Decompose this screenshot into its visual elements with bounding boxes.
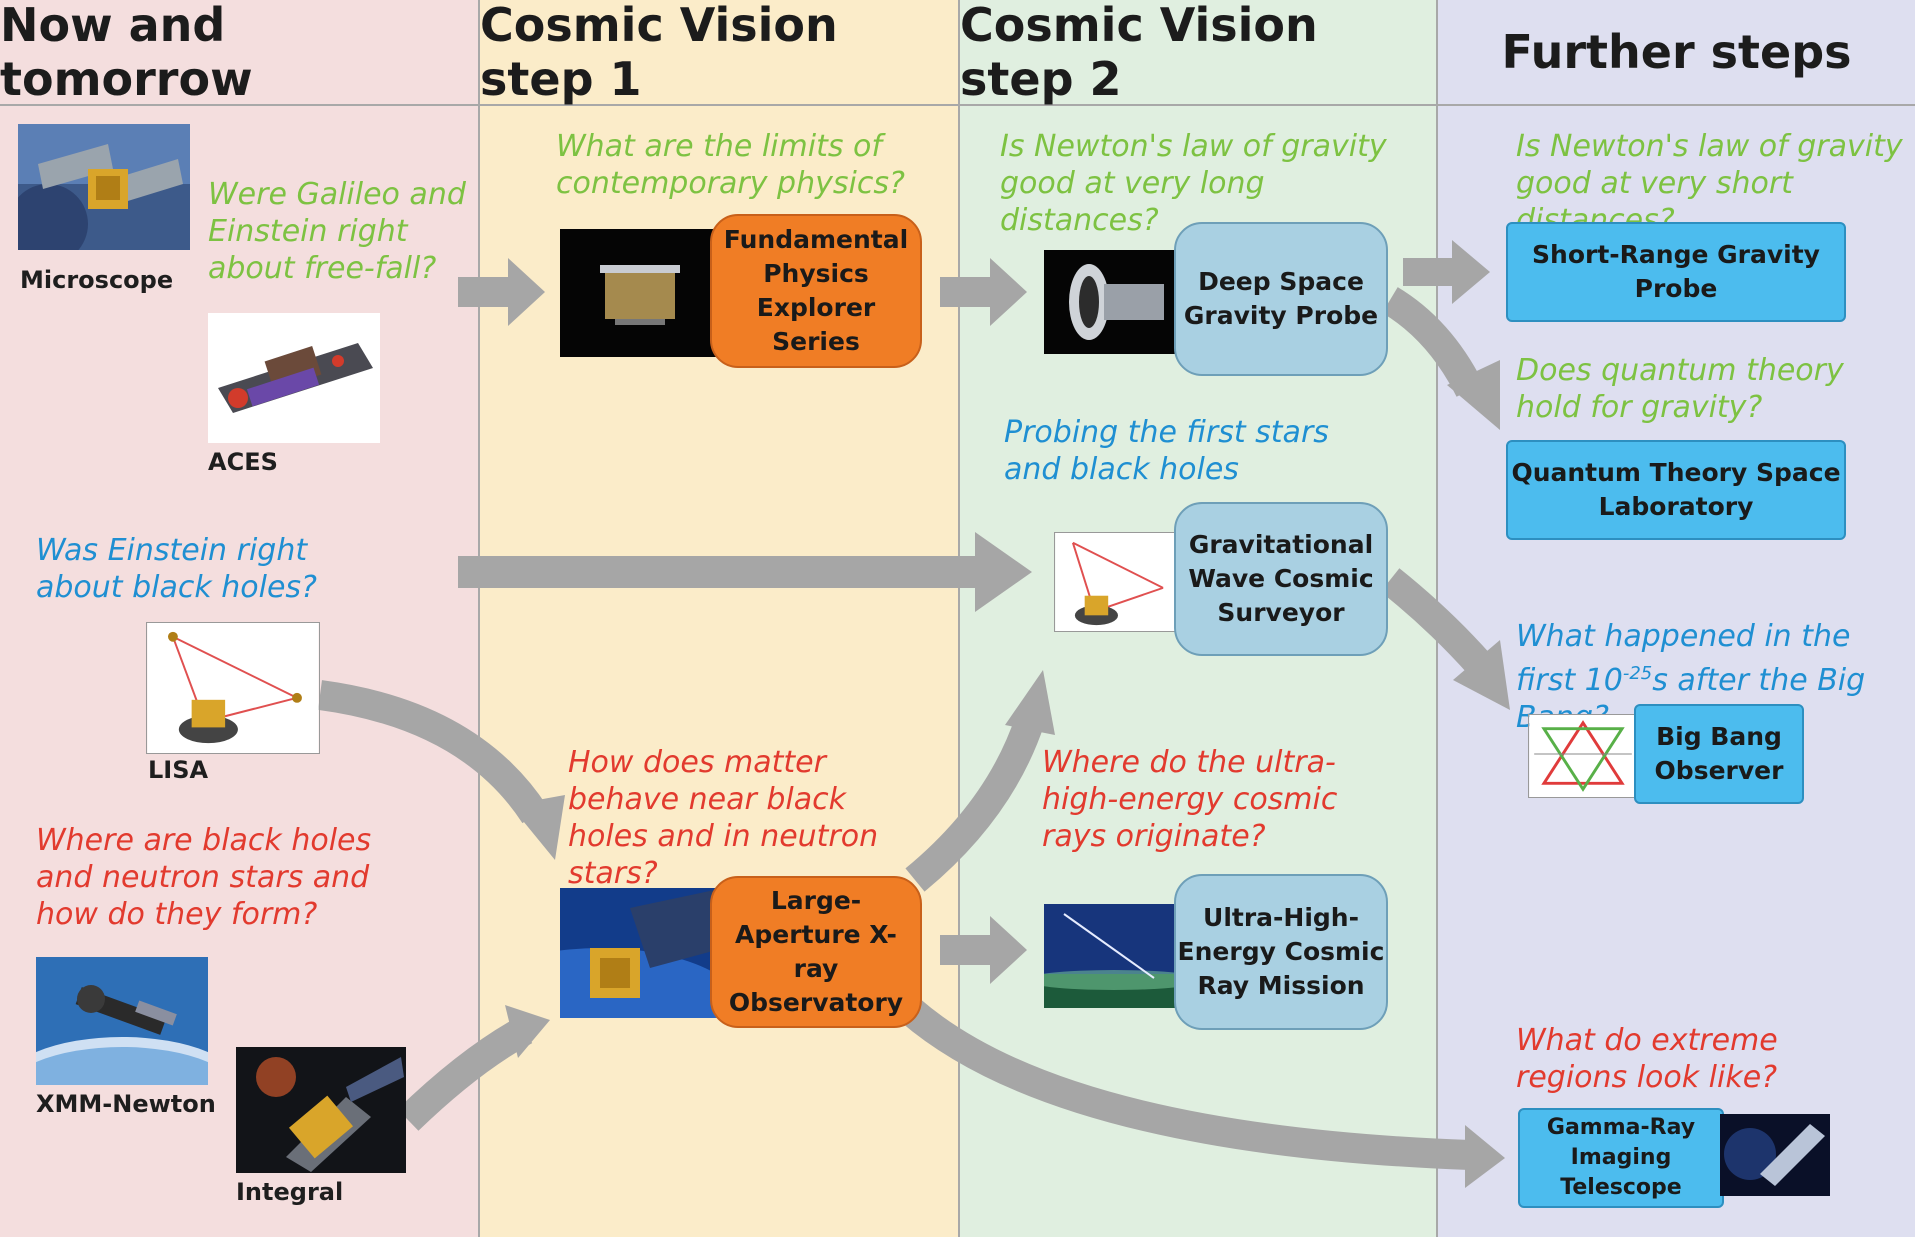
bbo-image [1528, 714, 1638, 798]
question-galileo: Were Galileo and Einstein right about fr… [208, 177, 466, 286]
laxo-image [560, 888, 724, 1018]
arrow-integral-to-laxo [397, 1016, 533, 1131]
arrow-laxo-to-grit [900, 998, 1471, 1170]
arrow-dsgp-to-srgp [1403, 240, 1490, 304]
gwcs-box: Gravitational Wave Cosmic Surveyor [1174, 502, 1388, 656]
arrow-fpe-to-dsgp [940, 258, 1027, 326]
question-black-holes-form: Where are black holes and neutron stars … [36, 823, 372, 932]
fpe-image [560, 229, 720, 357]
question-big-bang-text: What happened in the first 10 [1516, 619, 1851, 698]
arrowhead-laxo-to-gwcs [1005, 670, 1055, 735]
column-header-step1: Cosmic Vision step 1 [480, 0, 958, 106]
question-quantum-gravity: Does quantum theory hold for gravity? [1516, 353, 1844, 425]
aces-label: ACES [208, 448, 278, 476]
grit-image [1720, 1114, 1830, 1196]
question-first-stars: Probing the first stars and black holes [1004, 415, 1329, 487]
lisa-image [146, 622, 320, 754]
arrowhead-laxo-to-grit [1465, 1125, 1505, 1188]
arrowhead-gwcs-to-bbo [1453, 640, 1510, 710]
arrowhead-lisa-to-laxo [510, 795, 565, 860]
column-header-step2: Cosmic Vision step 2 [960, 0, 1436, 106]
bbo-box: Big Bang Observer [1634, 704, 1804, 804]
column-header-further: Further steps [1438, 0, 1915, 106]
srgp-box: Short-Range Gravity Probe [1506, 222, 1846, 322]
gwcs-image [1054, 532, 1182, 632]
grit-box: Gamma-Ray Imaging Telescope [1518, 1108, 1724, 1208]
question-newton-long: Is Newton's law of gravity good at very … [1000, 129, 1387, 238]
lisa-label: LISA [148, 756, 209, 784]
arrow-now-to-fpe [458, 258, 545, 326]
microscope-image [18, 124, 190, 250]
arrow-gwcs-to-bbo [1380, 568, 1492, 675]
column-further: Further steps [1438, 0, 1915, 1237]
question-big-bang: What happened in the first 10-25s after … [1516, 618, 1912, 736]
question-matter-black-holes: How does matter behave near black holes … [568, 745, 879, 891]
column-header-now: Now and tomorrow [0, 0, 478, 106]
question-big-bang-suffix: s after the Big Bang? [1516, 663, 1866, 735]
question-big-bang-exponent: -25 [1622, 663, 1653, 684]
fpe-box: Fundamental Physics Explorer Series [710, 214, 922, 368]
qtsl-box: Quantum Theory Space Laboratory [1506, 440, 1846, 540]
dsgp-image [1044, 250, 1184, 354]
arrow-laxo-to-uhecr [940, 916, 1027, 984]
column-step1: Cosmic Vision step 1 [480, 0, 960, 1237]
question-limits-physics: What are the limits of contemporary phys… [556, 129, 905, 201]
arrow-dsgp-to-qtsl [1382, 287, 1484, 397]
question-einstein-black-holes: Was Einstein right about black holes? [36, 533, 317, 605]
question-cosmic-rays: Where do the ultra-high-energy cosmic ra… [1042, 745, 1338, 854]
arrow-laxo-to-gwcs [905, 715, 1045, 892]
aces-image [208, 313, 380, 443]
arrow-lisa-to-laxo [318, 680, 548, 824]
dsgp-box: Deep Space Gravity Probe [1174, 222, 1388, 376]
question-extreme-regions: What do extreme regions look like? [1516, 1023, 1778, 1095]
xmm-newton-image [36, 957, 208, 1085]
xmm-newton-label: XMM-Newton [36, 1090, 216, 1118]
integral-image [236, 1047, 406, 1173]
arrowhead-integral-to-laxo [505, 1005, 550, 1058]
laxo-box: Large-Aperture X-ray Observatory [710, 876, 922, 1028]
microscope-label: Microscope [20, 266, 174, 294]
arrowhead-dsgp-to-qtsl [1447, 360, 1500, 430]
integral-label: Integral [236, 1178, 344, 1206]
uhecr-image [1044, 904, 1184, 1008]
arrow-einstein-to-gwcs [458, 532, 1032, 612]
uhecr-box: Ultra-High-Energy Cosmic Ray Mission [1174, 874, 1388, 1030]
